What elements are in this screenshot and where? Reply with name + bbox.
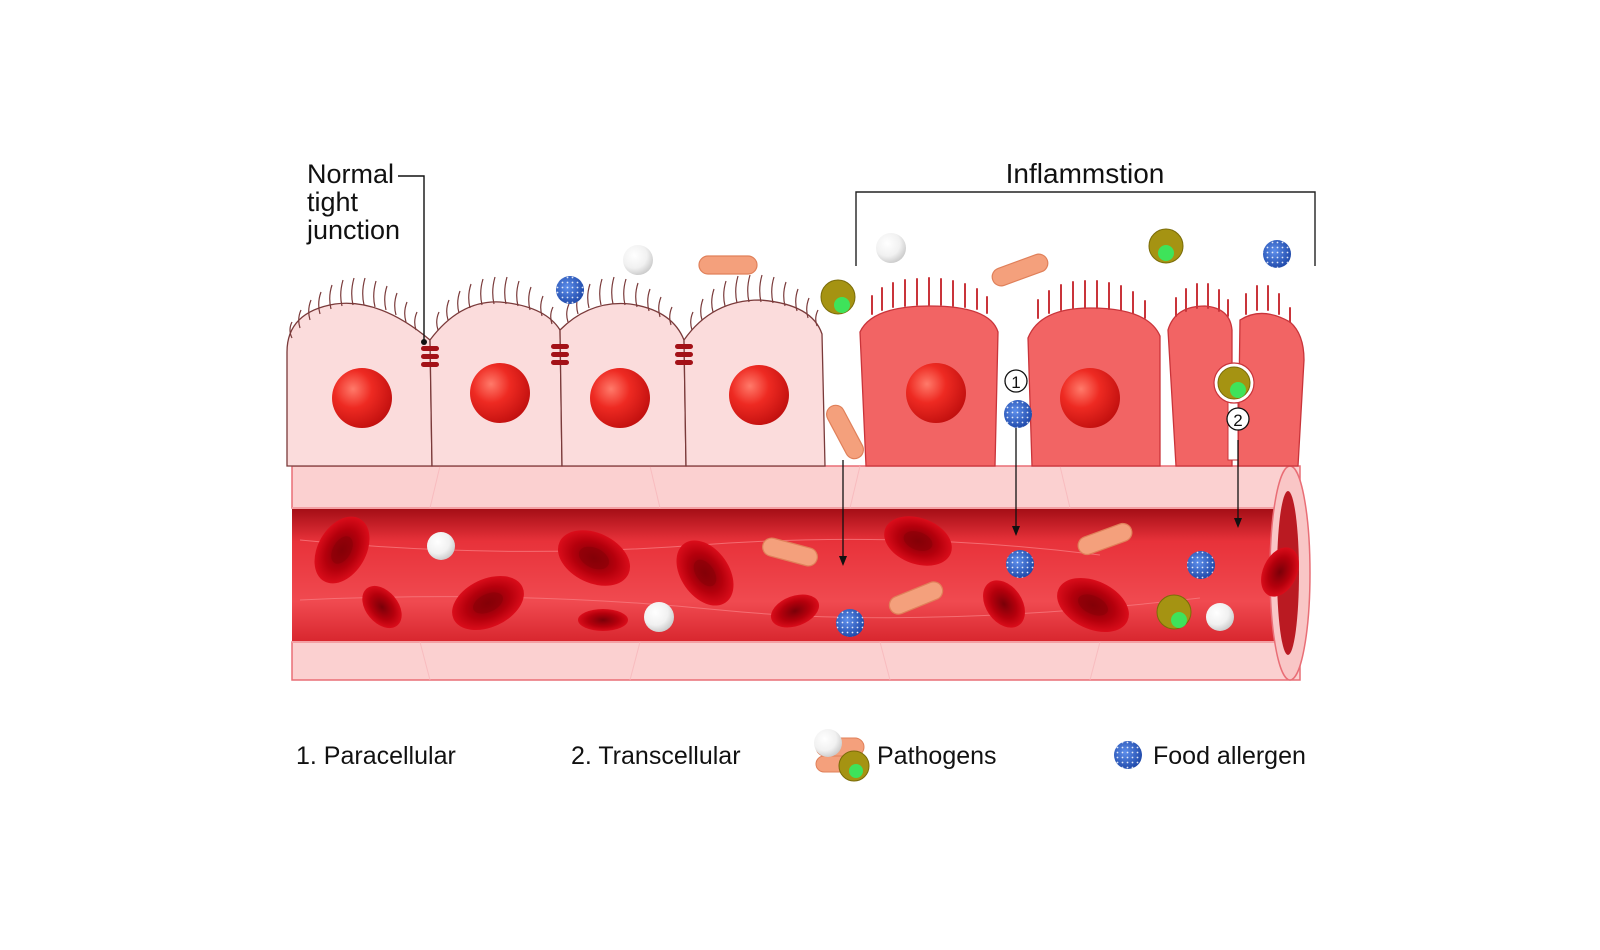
nucleus xyxy=(332,368,392,428)
nucleus xyxy=(906,363,966,423)
nucleus xyxy=(729,365,789,425)
bacteria xyxy=(698,253,1133,615)
normal-label-line3: junction xyxy=(306,215,400,245)
legend-paracellular: 1. Paracellular xyxy=(296,742,456,770)
route-arrows xyxy=(842,428,1239,562)
nucleus xyxy=(590,368,650,428)
healthy-epithelium xyxy=(286,274,826,467)
nucleus xyxy=(470,363,530,423)
viruses xyxy=(820,228,1251,630)
transcellular-marker: 2 xyxy=(1226,407,1250,431)
tight-junction xyxy=(551,344,569,365)
food-allergens xyxy=(556,240,1291,637)
normal-label-line2: tight xyxy=(307,187,359,217)
blood-vessel xyxy=(291,465,1311,681)
inflammation-label: Inflammstion xyxy=(1006,158,1165,189)
pathogens-legend-icon xyxy=(814,729,870,782)
marker-1-text: 1 xyxy=(1011,373,1020,392)
red-blood-cells xyxy=(314,516,1299,633)
normal-tight-junction-callout: Normal tight junction xyxy=(306,159,427,345)
inflammation-bracket: Inflammstion xyxy=(855,158,1316,266)
pathogen-spheres xyxy=(427,233,1234,632)
legend-food-allergen: Food allergen xyxy=(1153,742,1306,770)
legend-transcellular: 2. Transcellular xyxy=(571,742,741,770)
inflamed-cell-3 xyxy=(1167,305,1233,467)
legend: 1. Paracellular 2. Transcellular Pathoge… xyxy=(296,729,1306,782)
paracellular-marker: 1 xyxy=(1004,369,1028,393)
normal-label-line1: Normal xyxy=(307,159,394,189)
tight-junction xyxy=(421,346,439,367)
nucleus xyxy=(1060,368,1120,428)
food-allergen-legend-icon xyxy=(1114,741,1142,769)
legend-pathogens: Pathogens xyxy=(877,742,997,770)
marker-2-text: 2 xyxy=(1233,411,1242,430)
tight-junction xyxy=(675,344,693,365)
